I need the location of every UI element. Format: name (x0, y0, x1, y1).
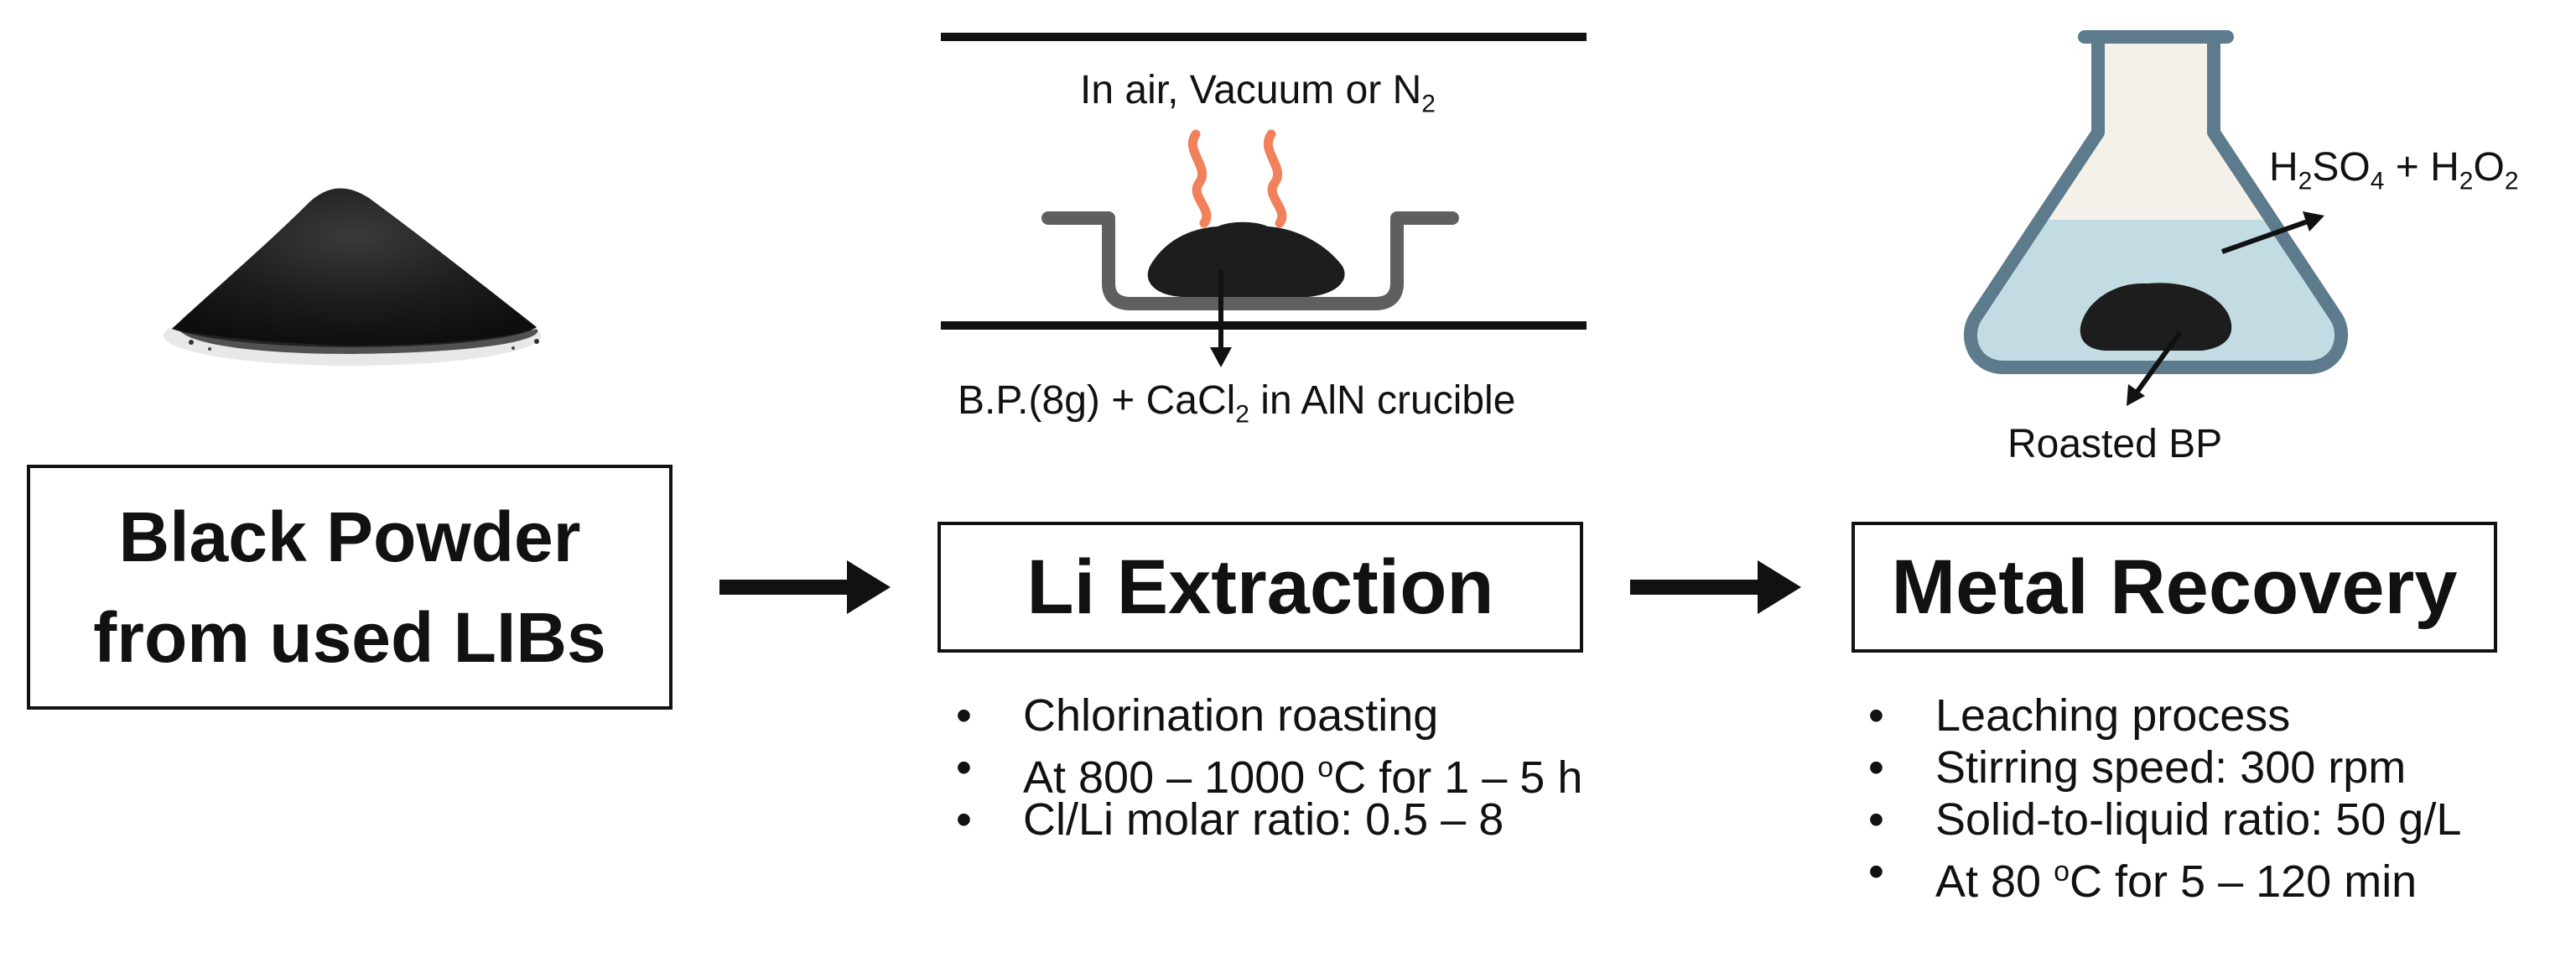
li-bullet-2: At 800 – 1000 oC for 1 – 5 h (948, 742, 1582, 803)
black-powder-line-1: Black Powder (118, 497, 581, 576)
black-powder-line-2: from used LIBs (93, 598, 606, 677)
mr-bullet-4: At 80 oC for 5 – 120 min (1860, 846, 2461, 907)
solid-pointer-arrow (2127, 330, 2183, 406)
flow-arrow-2 (1630, 560, 1801, 614)
mr-bullet-1: Leaching process (1860, 690, 2461, 742)
li-bullet-3: Cl/Li molar ratio: 0.5 – 8 (948, 794, 1582, 846)
metal-recovery-bullets: Leaching process Stirring speed: 300 rpm… (1860, 690, 2461, 907)
crucible-label: B.P.(8g) + CaCl2 in AlN crucible (958, 378, 1516, 429)
metal-recovery-box: Metal Recovery (1852, 522, 2497, 653)
black-powder-pile-image (164, 188, 541, 366)
reagent-label: H2SO4 + H2O2 (2269, 145, 2519, 195)
metal-recovery-title: Metal Recovery (1891, 544, 2458, 630)
li-bullet-1: Chlorination roasting (948, 690, 1582, 742)
mr-bullet-2: Stirring speed: 300 rpm (1860, 742, 2461, 794)
crucible-icon (1041, 211, 1459, 310)
crucible-pointer-arrow (1210, 270, 1232, 367)
erlenmeyer-flask-icon (1963, 30, 2349, 374)
solution-pointer-arrow (2221, 211, 2324, 254)
flame-icon (1187, 129, 1287, 228)
mr-bullet-3: Solid-to-liquid ratio: 50 g/L (1860, 794, 2461, 846)
black-powder-box: Black Powder from used LIBs (27, 465, 673, 710)
atmosphere-label: In air, Vacuum or N2 (1080, 68, 1436, 118)
li-extraction-box: Li Extraction (937, 522, 1583, 653)
li-extraction-title: Li Extraction (1026, 544, 1494, 630)
li-extraction-bullets: Chlorination roasting At 800 – 1000 oC f… (948, 690, 1582, 846)
flow-arrow-1 (719, 560, 891, 614)
roasted-bp-label: Roasted BP (2007, 422, 2223, 466)
